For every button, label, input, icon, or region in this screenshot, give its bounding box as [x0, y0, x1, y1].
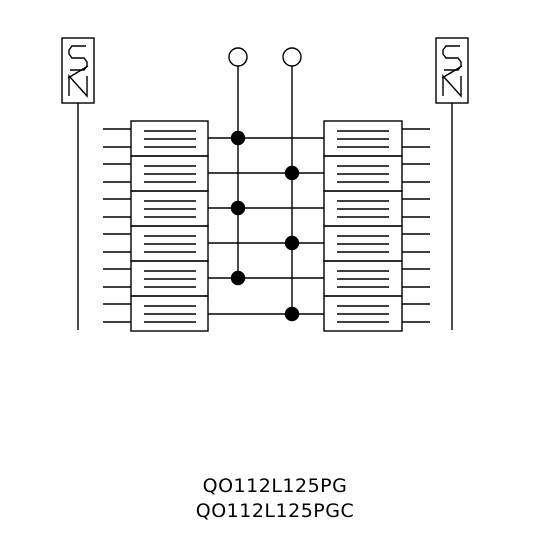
- neutral-tag-letter-n-left: [68, 74, 88, 98]
- bus-junction-6: [284, 306, 300, 322]
- model-number-2: QO112L125PGC: [195, 500, 355, 522]
- neutral-tag-slash-right: [441, 65, 463, 79]
- neutral-tag-letter-s-left: [68, 45, 88, 71]
- bus-junction-4: [284, 235, 300, 251]
- bus-terminal-right: [282, 47, 302, 67]
- bus-junction-5: [230, 270, 246, 286]
- neutral-tag-letter-n-right: [442, 74, 462, 98]
- bus-terminal-left: [228, 47, 248, 67]
- neutral-tag-slash-left: [67, 65, 89, 79]
- bus-junction-2: [284, 165, 300, 181]
- model-number-labels: QO112L125PG QO112L125PGC: [0, 474, 550, 524]
- bus-junction-3: [230, 200, 246, 216]
- bus-junction-1: [230, 130, 246, 146]
- model-number-1: QO112L125PG: [202, 475, 348, 497]
- neutral-tag-letter-s-right: [442, 45, 462, 71]
